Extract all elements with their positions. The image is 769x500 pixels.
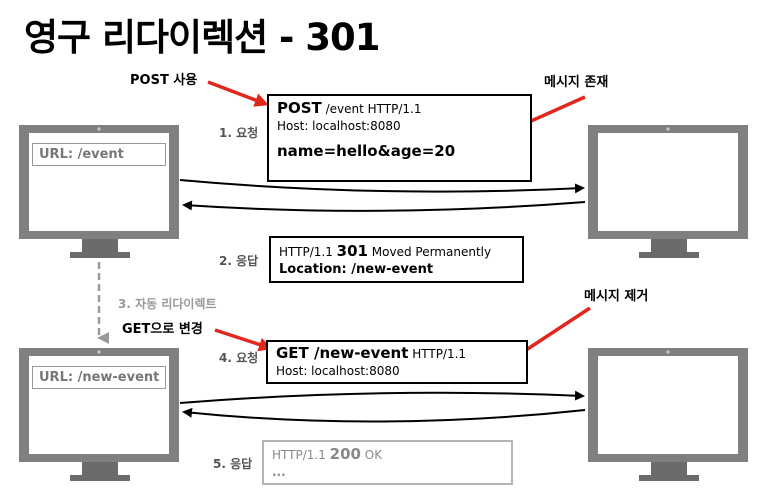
request4-line: GET /new-event HTTP/1.1	[276, 345, 518, 363]
response5-version: HTTP/1.1	[272, 448, 330, 462]
request4-version: HTTP/1.1	[408, 347, 467, 361]
response-message-5: HTTP/1.1 200 OK ...	[262, 440, 513, 485]
response-message-2: HTTP/1.1 301 Moved Permanently Location:…	[269, 236, 524, 283]
status-line: HTTP/1.1 301 Moved Permanently	[279, 243, 514, 261]
post-annotation-arrow	[207, 80, 269, 107]
request-arrow-bottom	[179, 390, 585, 404]
response-status-code: 301	[336, 242, 368, 260]
response-version: HTTP/1.1	[279, 245, 337, 259]
page-title: 영구 리다이렉션 - 301	[24, 16, 381, 59]
location-header: Location: /new-event	[279, 262, 434, 277]
step-4-label: 4. 요청	[219, 351, 259, 365]
request-method: POST	[277, 99, 322, 117]
step-2-label: 2. 응답	[219, 254, 259, 268]
response5-ellipsis: ...	[272, 465, 286, 479]
response-arrow-bottom	[182, 407, 586, 423]
step-1-label: 1. 요청	[219, 126, 259, 140]
step-3-label: 3. 자동 리다이렉트	[118, 297, 217, 311]
response-arrow-top	[182, 200, 586, 212]
request-line: POST /event HTTP/1.1	[277, 100, 522, 118]
message-removed-annotation: 메시지 제거	[584, 289, 649, 304]
request-path: /event HTTP/1.1	[321, 102, 422, 116]
post-use-annotation: POST 사용	[130, 73, 198, 88]
request-arrow-top	[179, 179, 585, 194]
request-message-4: GET /new-event HTTP/1.1 Host: localhost:…	[266, 340, 528, 384]
request-body: name=hello&age=20	[277, 142, 456, 160]
url-bar-top: URL: /event	[32, 143, 166, 166]
request-message-1: POST /event HTTP/1.1 Host: localhost:808…	[267, 94, 532, 182]
response5-status-text: OK	[360, 448, 383, 462]
step-5-label: 5. 응답	[213, 457, 253, 471]
url-bar-bottom: URL: /new-event	[32, 366, 166, 389]
request4-host: Host: localhost:8080	[276, 364, 400, 378]
server-monitor-top	[588, 125, 748, 258]
get-change-annotation: GET으로 변경	[122, 322, 203, 337]
server-monitor-bottom	[588, 348, 748, 481]
request-host: Host: localhost:8080	[277, 119, 401, 133]
get-annotation-arrow	[214, 328, 273, 352]
message-exists-annotation: 메시지 존재	[544, 75, 609, 90]
response5-status-line: HTTP/1.1 200 OK	[272, 446, 503, 464]
response5-status-code: 200	[329, 445, 361, 463]
response-status-text: Moved Permanently	[367, 245, 492, 259]
request4-method-path: GET /new-event	[276, 344, 409, 362]
